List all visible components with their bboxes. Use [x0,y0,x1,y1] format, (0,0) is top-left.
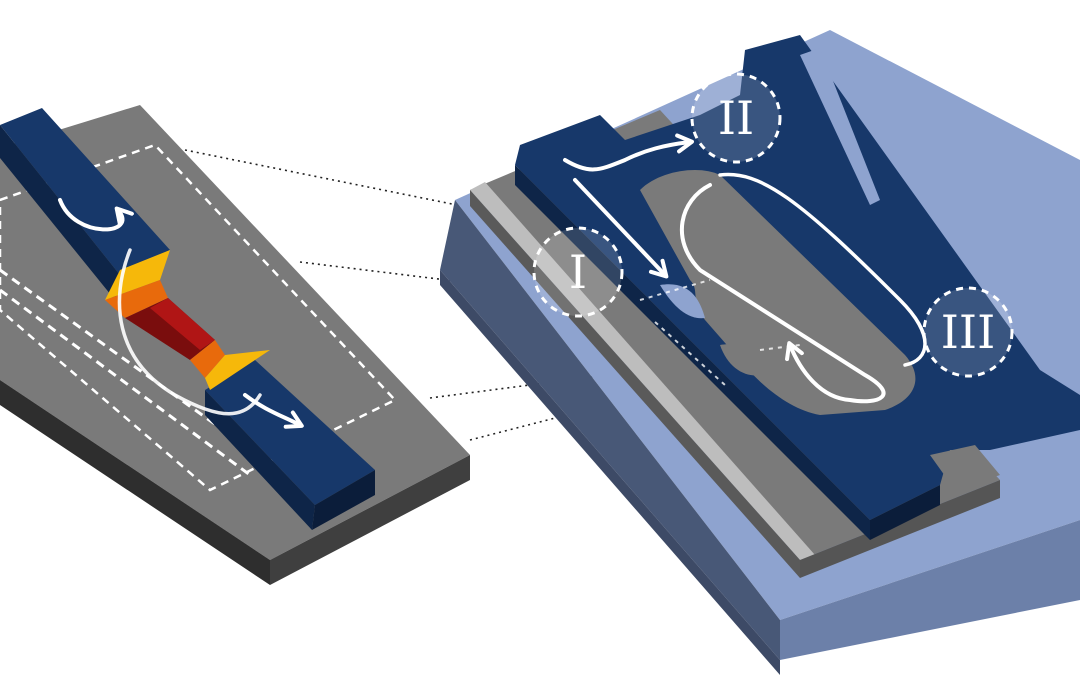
gray-slab-rail-mid [470,190,800,578]
substrate-front [440,200,780,660]
inner-window [640,170,916,415]
left-waveguide-lower-side [312,470,375,530]
right-chip [440,30,1080,675]
left-flow-arrow-bottom [243,393,304,429]
left-waveguide-lower-front [205,390,315,530]
right-flow-arrow-branch [563,133,694,172]
region-marker-3: III [922,286,1014,378]
bottom-notch [930,445,1000,490]
right-flow-arrow-outer-loop [718,172,927,367]
right-flow-arrow-down [573,178,669,279]
region-2-circle [690,72,782,164]
region-marker-1: I [532,226,624,318]
region-1-label: I [569,245,587,299]
left-chip-base-front [0,380,270,585]
left-chip-base-side [270,455,470,585]
right-chip-dashed-guides [639,279,801,386]
gray-slab-rail-light [470,182,815,560]
left-flow-arrow-top [58,198,134,232]
gray-slab-side [800,480,1000,578]
left-waveguide-upper-top [0,108,170,275]
left-chip [0,105,470,585]
substrate-side [780,520,1080,660]
neck-cutout-lower [720,344,762,376]
hot-taper-lower-orange [190,340,225,378]
region-3-circle [922,286,1014,378]
left-chip-dashed-edge [0,268,259,457]
waveguide-layer-side [870,485,940,540]
left-chip-dashed-edge-lower [0,288,251,477]
left-waveguide-upper-front [0,125,120,300]
region-3-label: III [941,305,996,359]
substrate-front-face [440,270,780,675]
hot-taper-lower-yellow [205,350,270,390]
waveguide-layer-front [515,165,870,540]
neck-cutout-upper [660,284,705,319]
fork-slit [800,48,880,205]
region-1-circle [532,226,624,318]
left-flow-arrow-loop [117,248,262,416]
region-2-label: II [718,91,754,145]
hot-bridge-dark [125,298,215,360]
region-marker-2: II [690,72,782,164]
right-flow-arrow-loop [680,183,886,404]
hot-bridge-red [150,298,215,350]
